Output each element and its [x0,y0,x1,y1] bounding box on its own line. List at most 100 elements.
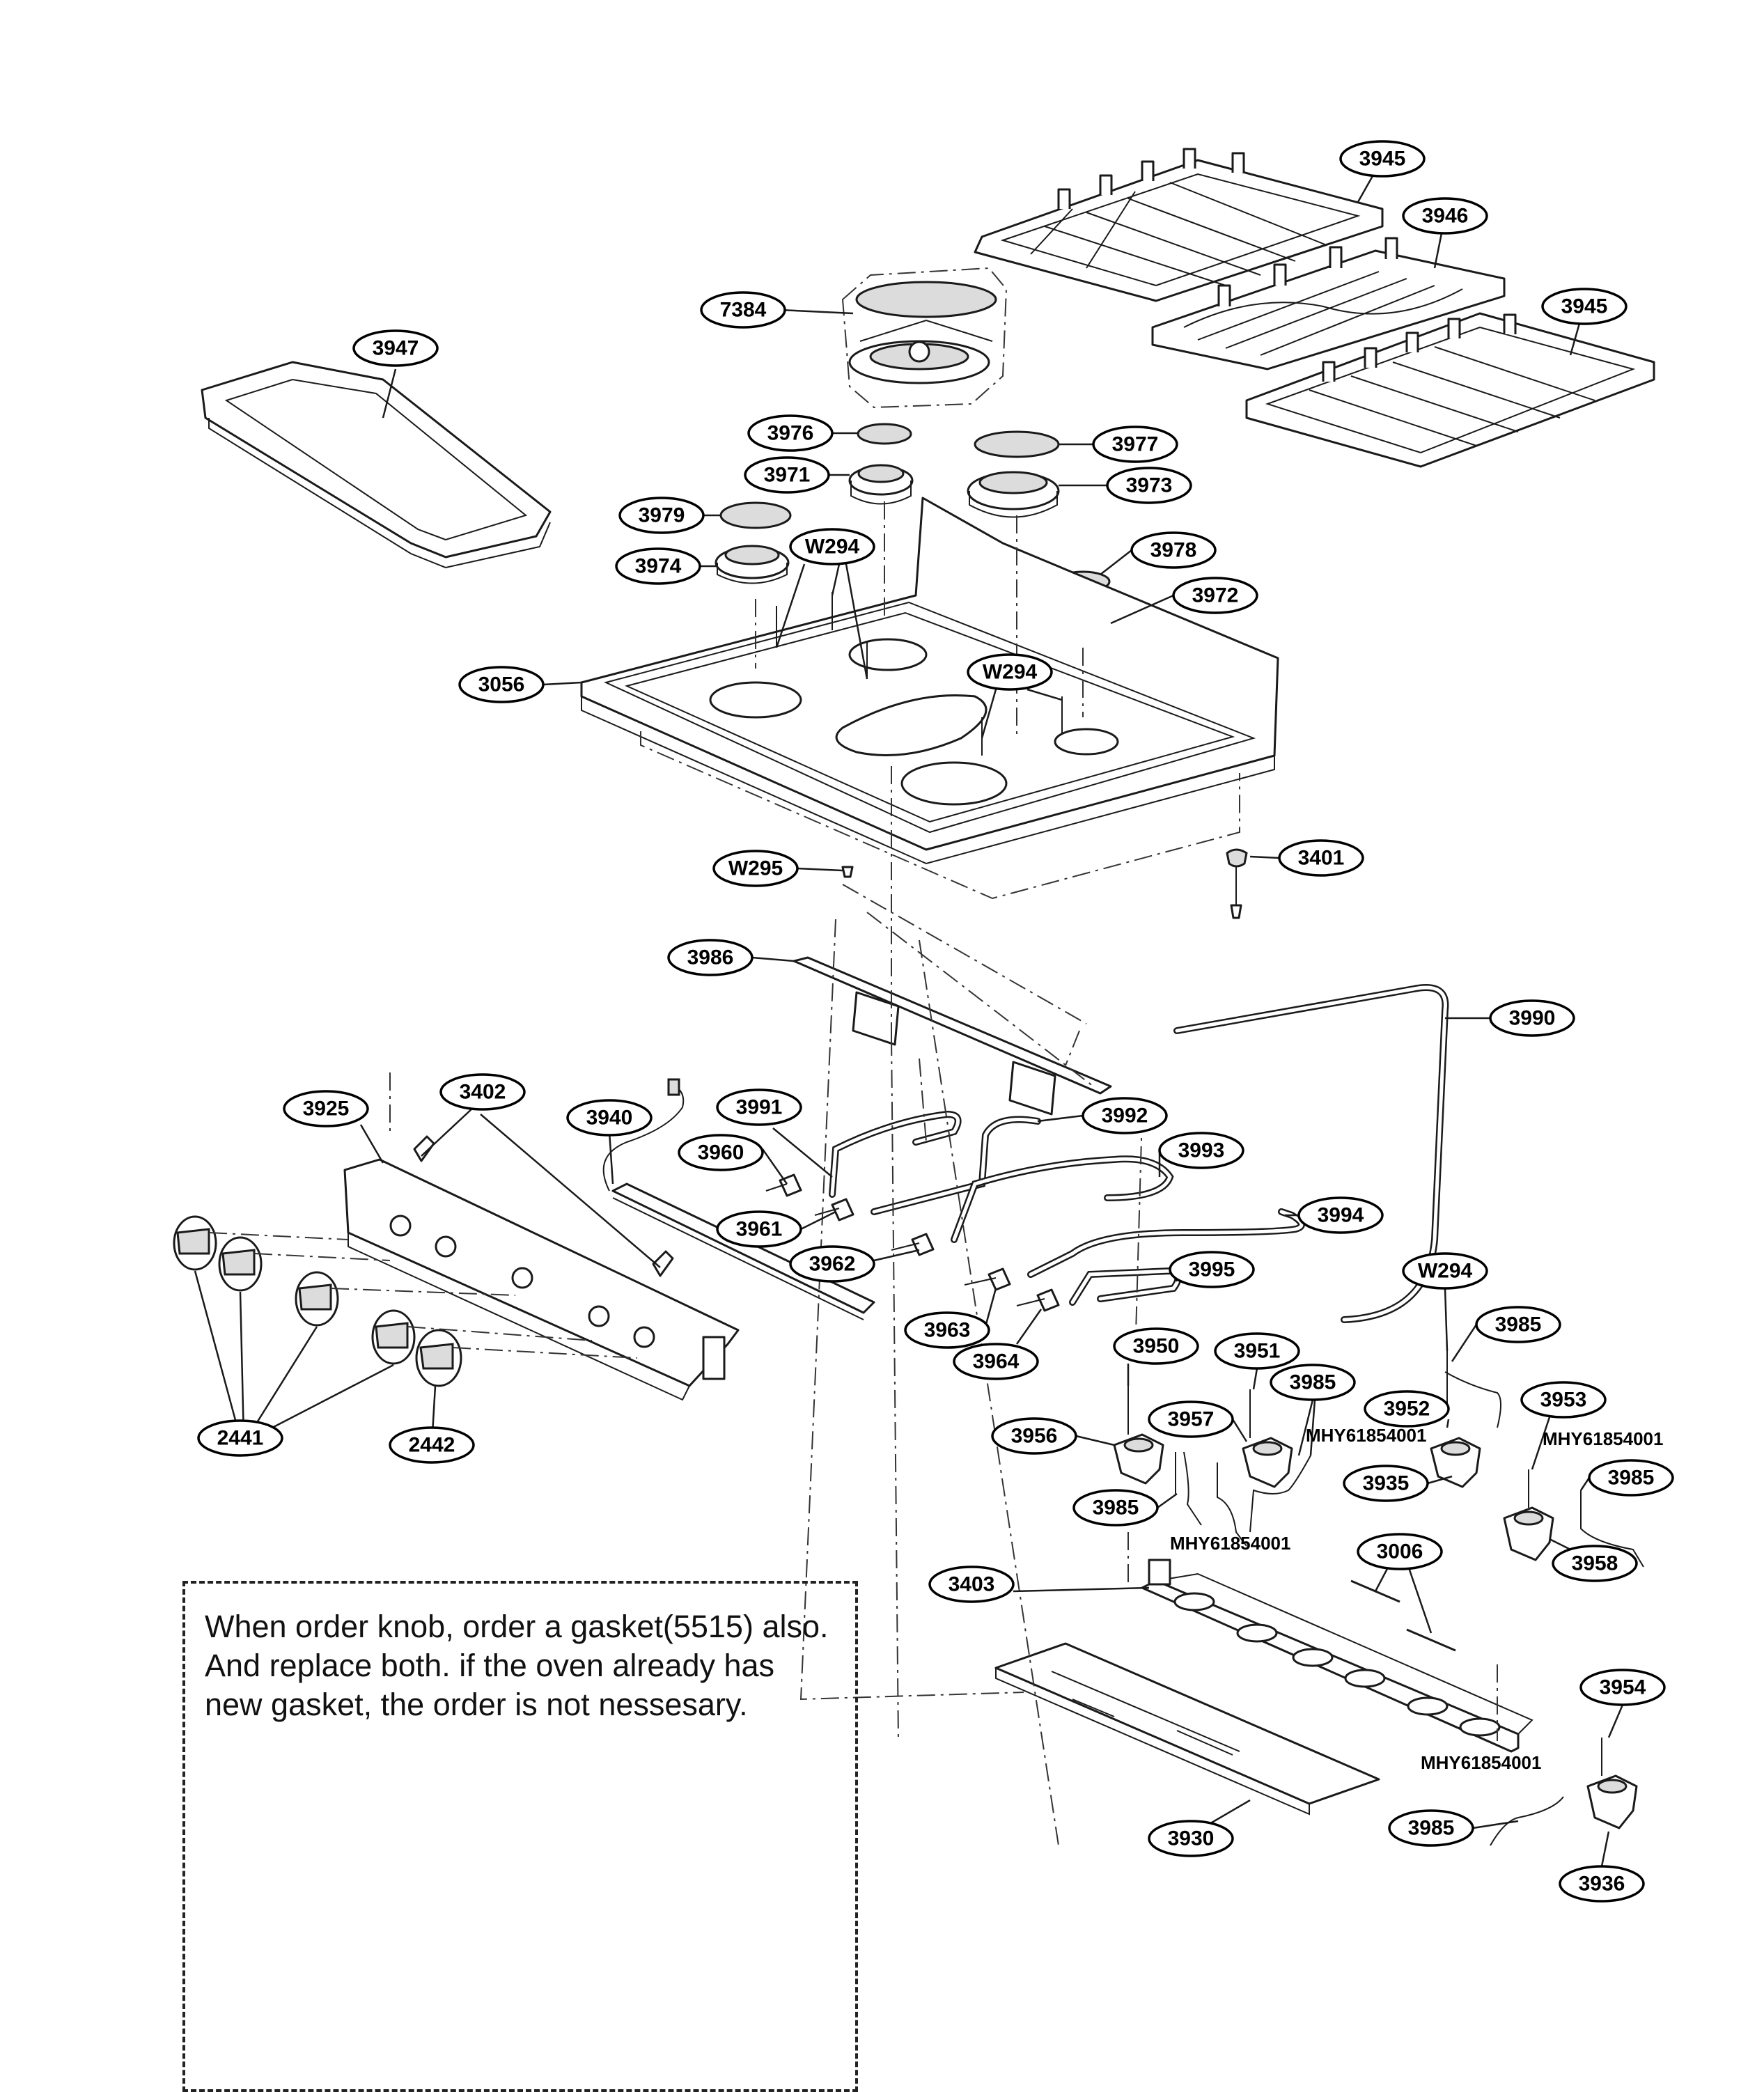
callout-3963[interactable]: 3963 [904,1311,990,1349]
callout-3964[interactable]: 3964 [953,1343,1039,1380]
tube-3995[interactable] [1069,1267,1182,1306]
callout-3972[interactable]: 3972 [1172,577,1258,614]
label-mhy61854001-2[interactable]: MHY61854001 [1543,1428,1663,1449]
callout-3945-top[interactable]: 3945 [1339,140,1426,178]
callout-3056[interactable]: 3056 [458,666,545,703]
callout-3403[interactable]: 3403 [928,1566,1015,1603]
knob-2441-1[interactable] [173,1215,217,1271]
knob-2442[interactable] [415,1329,462,1387]
tube-3993[interactable] [951,1155,1174,1243]
knob-2441-3[interactable] [295,1271,339,1327]
tube-3994[interactable] [1027,1208,1305,1278]
callout-3006[interactable]: 3006 [1357,1533,1443,1570]
tray-3930[interactable] [994,1642,1380,1816]
burner-holder-3958[interactable] [1503,1469,1554,1561]
callout-2441[interactable]: 2441 [197,1419,283,1457]
label-mhy61854001-1[interactable]: MHY61854001 [1306,1425,1426,1446]
callout-3976[interactable]: 3976 [747,414,834,452]
callout-3985-a[interactable]: 3985 [1475,1306,1561,1343]
cooktop-3056[interactable] [580,497,1279,900]
svg-text:3947: 3947 [373,337,419,360]
callout-3985-e[interactable]: 3985 [1388,1809,1474,1847]
callout-3956[interactable]: 3956 [991,1417,1077,1455]
callout-3971[interactable]: 3971 [744,456,830,494]
callout-3985-c[interactable]: 3985 [1072,1489,1159,1527]
svg-text:3402: 3402 [460,1081,506,1104]
callout-3401[interactable]: 3401 [1278,839,1364,877]
burner-base-3973[interactable] [967,471,1060,518]
valve-rail-3940[interactable] [602,1078,875,1320]
burner-holder-3956[interactable] [1113,1386,1164,1485]
burner-base-3974[interactable] [715,545,790,584]
valve-3963[interactable] [964,1267,1011,1291]
oval-burner-assembly-7384[interactable] [841,267,1008,409]
callout-3945-right[interactable]: 3945 [1541,288,1628,325]
callout-3962[interactable]: 3962 [789,1245,875,1283]
valve-3964[interactable] [1016,1288,1060,1312]
callout-3958[interactable]: 3958 [1552,1545,1638,1582]
callout-3935[interactable]: 3935 [1343,1465,1429,1502]
callout-3961[interactable]: 3961 [716,1210,802,1248]
tube-3991[interactable] [829,1110,962,1198]
control-panel-3925[interactable] [343,1158,740,1401]
burner-holder-3936[interactable] [1586,1738,1638,1829]
callout-w294-c[interactable]: W294 [1402,1252,1488,1290]
callout-3979[interactable]: 3979 [618,497,705,534]
callout-3978[interactable]: 3978 [1130,531,1217,569]
callout-3947[interactable]: 3947 [352,329,439,367]
callout-3973[interactable]: 3973 [1106,467,1192,504]
callout-3954[interactable]: 3954 [1579,1669,1666,1706]
gaskets-3006[interactable] [1350,1579,1456,1652]
callout-3992[interactable]: 3992 [1082,1097,1168,1134]
burner-cap-3976[interactable] [857,423,912,445]
burner-box-3403[interactable] [1141,1559,1533,1753]
callout-3974[interactable]: 3974 [615,547,701,585]
callout-3985-b[interactable]: 3985 [1270,1364,1356,1401]
callout-2442[interactable]: 2442 [389,1426,475,1464]
callout-3953[interactable]: 3953 [1520,1381,1607,1419]
bracket-3986[interactable] [793,956,1112,1116]
callout-3994[interactable]: 3994 [1297,1196,1384,1234]
callout-3930[interactable]: 3930 [1148,1820,1234,1857]
callout-3993[interactable]: 3993 [1158,1132,1244,1169]
grommet-3401[interactable] [1226,848,1248,919]
callout-3940[interactable]: 3940 [566,1099,653,1137]
tube-3992[interactable] [871,1116,1041,1215]
callout-3985-d[interactable]: 3985 [1588,1459,1674,1497]
callout-7384[interactable]: 7384 [700,291,786,329]
knob-2441-4[interactable] [371,1309,416,1365]
callout-3950[interactable]: 3950 [1113,1327,1199,1365]
callout-w294-b[interactable]: W294 [967,653,1053,691]
callout-3925[interactable]: 3925 [283,1090,369,1127]
label-mhy61854001-4[interactable]: MHY61854001 [1421,1752,1541,1773]
svg-text:3945: 3945 [1561,295,1608,318]
burner-cap-3979[interactable] [719,501,792,529]
callout-3986[interactable]: 3986 [667,939,754,976]
callout-w294-a[interactable]: W294 [789,528,875,565]
screw-w295[interactable] [841,866,854,878]
burner-cap-3977[interactable] [974,430,1060,458]
callout-3995[interactable]: 3995 [1169,1251,1255,1288]
burner-holder-3935[interactable] [1430,1351,1481,1488]
callout-w295[interactable]: W295 [712,850,799,887]
callout-3960[interactable]: 3960 [678,1134,764,1171]
callout-3977[interactable]: 3977 [1092,426,1178,463]
callout-3990[interactable]: 3990 [1489,999,1575,1037]
griddle-3947[interactable] [201,361,552,569]
grate-left-3945[interactable] [974,148,1384,302]
callout-3991[interactable]: 3991 [716,1088,802,1126]
grate-right-3945[interactable] [1245,312,1655,468]
callout-3946[interactable]: 3946 [1402,197,1488,235]
callout-3957[interactable]: 3957 [1148,1400,1234,1438]
label-mhy61854001-3[interactable]: MHY61854001 [1170,1533,1290,1554]
callout-3951[interactable]: 3951 [1214,1332,1300,1370]
gas-tube-3990[interactable] [1173,984,1449,1323]
burner-holder-3957[interactable] [1242,1389,1293,1488]
burner-base-3971[interactable] [848,464,914,505]
callout-3402[interactable]: 3402 [439,1073,526,1111]
knob-2441-2[interactable] [218,1236,263,1292]
valve-3961[interactable] [814,1198,854,1221]
grate-center-3946[interactable] [1151,237,1506,370]
callout-3936[interactable]: 3936 [1559,1865,1645,1903]
callout-3952[interactable]: 3952 [1364,1390,1450,1428]
